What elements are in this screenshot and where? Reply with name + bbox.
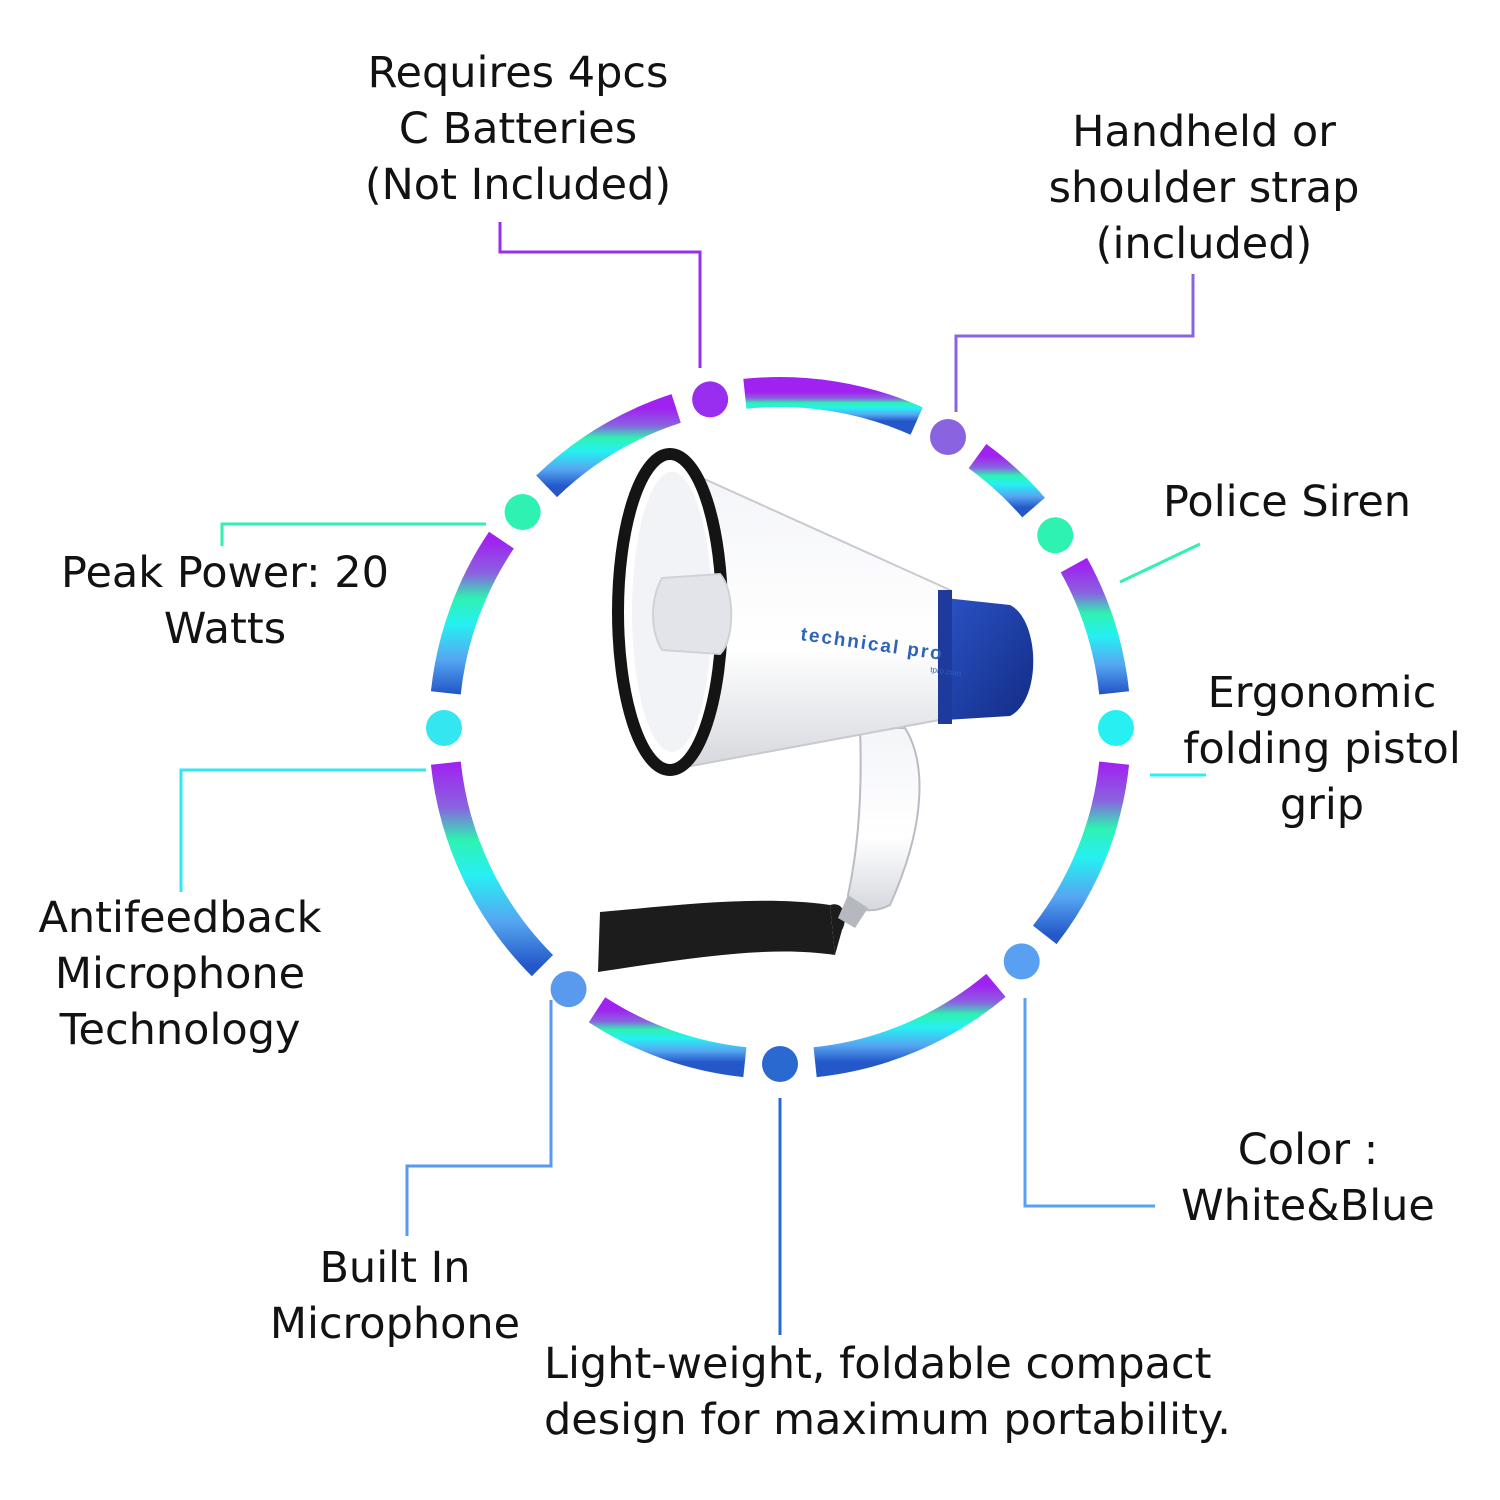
- ring-segment: [968, 444, 1045, 518]
- feature-lightweight: Light-weight, foldable compact design fo…: [544, 1336, 1304, 1448]
- ring-segment: [430, 531, 514, 695]
- ring-segment: [743, 377, 923, 435]
- feature-text: Peak Power: 20: [61, 548, 389, 598]
- feature-text: Microphone: [269, 1299, 521, 1349]
- feature-text: Color :: [1237, 1125, 1379, 1175]
- wrist-strap: [598, 900, 835, 972]
- ring-segments: [430, 377, 1130, 1078]
- feature-grip: Ergonomic folding pistol grip: [1172, 665, 1472, 833]
- rear-cap: [945, 598, 1034, 720]
- feature-text: Handheld or: [1072, 107, 1336, 157]
- feature-text: Technology: [59, 1005, 301, 1055]
- feature-text: design for maximum portability.: [544, 1395, 1231, 1445]
- feature-text: Built In: [319, 1243, 471, 1293]
- feature-strap: Handheld or shoulder strap (included): [1000, 104, 1408, 272]
- ring-dot: [1098, 710, 1134, 746]
- feature-text: Ergonomic: [1207, 668, 1437, 718]
- connector-line: [1119, 542, 1201, 584]
- feature-text: Requires 4pcs: [367, 48, 669, 98]
- feature-batteries: Requires 4pcs C Batteries (Not Included): [318, 45, 718, 213]
- feature-antifeedback: Antifeedback Microphone Technology: [22, 890, 338, 1058]
- ring-segment: [813, 973, 1006, 1078]
- ring-dot: [426, 710, 462, 746]
- connector-line: [1023, 998, 1155, 1208]
- megaphone-image: technical pro tpro.com: [598, 448, 1034, 972]
- feature-text: C Batteries: [398, 104, 638, 154]
- ring-dot: [1003, 943, 1040, 980]
- feature-power: Peak Power: 20 Watts: [50, 545, 400, 657]
- feature-text: (included): [1095, 219, 1313, 269]
- connector-line: [954, 274, 1195, 412]
- feature-text: Antifeedback: [38, 893, 322, 943]
- feature-text: shoulder strap: [1048, 163, 1360, 213]
- connector-lines: [179, 222, 1206, 1335]
- ring-dot: [550, 971, 587, 1008]
- ring-segment: [430, 761, 554, 977]
- ring-dot: [504, 494, 541, 531]
- feature-siren: Police Siren: [1163, 474, 1483, 530]
- brand-url: tpro.com: [930, 665, 962, 678]
- ring-dot: [1037, 517, 1074, 554]
- connector-line: [220, 522, 486, 546]
- ring-dot: [692, 381, 729, 418]
- feature-text: grip: [1279, 780, 1365, 830]
- feature-mic: Built In Microphone: [250, 1240, 540, 1352]
- ring-dots: [426, 381, 1134, 1082]
- ring-segment: [1060, 557, 1130, 695]
- feature-text: White&Blue: [1181, 1181, 1435, 1231]
- connector-line: [405, 1000, 553, 1236]
- ring-dot: [930, 419, 966, 456]
- feature-text: folding pistol: [1183, 724, 1461, 774]
- connector-line: [498, 222, 702, 368]
- feature-text: Light-weight, foldable compact: [544, 1339, 1212, 1389]
- pistol-grip: [846, 727, 921, 912]
- feature-text: Watts: [163, 604, 287, 654]
- ring-segment: [536, 394, 681, 498]
- feature-text: Police Siren: [1163, 477, 1412, 527]
- ring-segment: [1032, 761, 1130, 945]
- feature-text: Microphone: [54, 949, 306, 999]
- feature-color: Color : White&Blue: [1160, 1122, 1456, 1234]
- connector-line: [179, 768, 426, 892]
- ring-segment: [588, 997, 747, 1078]
- feature-text: (Not Included): [364, 160, 672, 210]
- ring-dot: [762, 1046, 798, 1082]
